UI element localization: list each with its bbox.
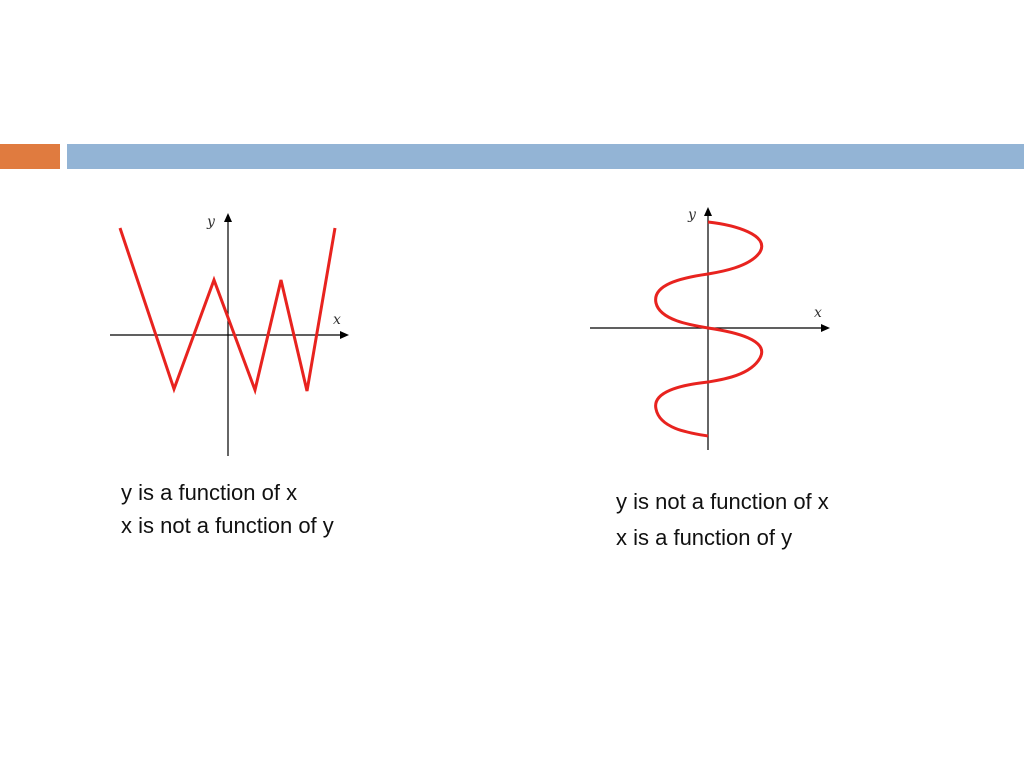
x-axis-label: x (814, 305, 822, 321)
y-axis-arrow-icon (704, 207, 712, 216)
right-graph-caption: y is not a function of x x is a function… (616, 484, 829, 556)
sideways-wave-graph: x y (590, 207, 830, 450)
right-caption-line-2: x is a function of y (616, 525, 793, 550)
y-axis-arrow-icon (224, 213, 232, 222)
x-axis-arrow-icon (340, 331, 349, 339)
y-axis-label: y (206, 214, 216, 230)
x-axis-label: x (333, 312, 341, 328)
header-accent-blue (67, 144, 1024, 169)
sideways-wave-curve (654, 220, 764, 438)
left-caption-line-2: x is not a function of y (121, 513, 334, 538)
x-axis-arrow-icon (821, 324, 830, 332)
left-graph-caption: y is a function of x x is not a function… (121, 476, 334, 542)
left-caption-line-1: y is a function of x (121, 480, 298, 505)
y-axis-label: y (687, 207, 697, 223)
zigzag-graph: x y (110, 213, 349, 456)
right-caption-line-1: y is not a function of x (616, 489, 829, 514)
header-accent-orange (0, 144, 60, 169)
zigzag-curve (118, 227, 337, 396)
